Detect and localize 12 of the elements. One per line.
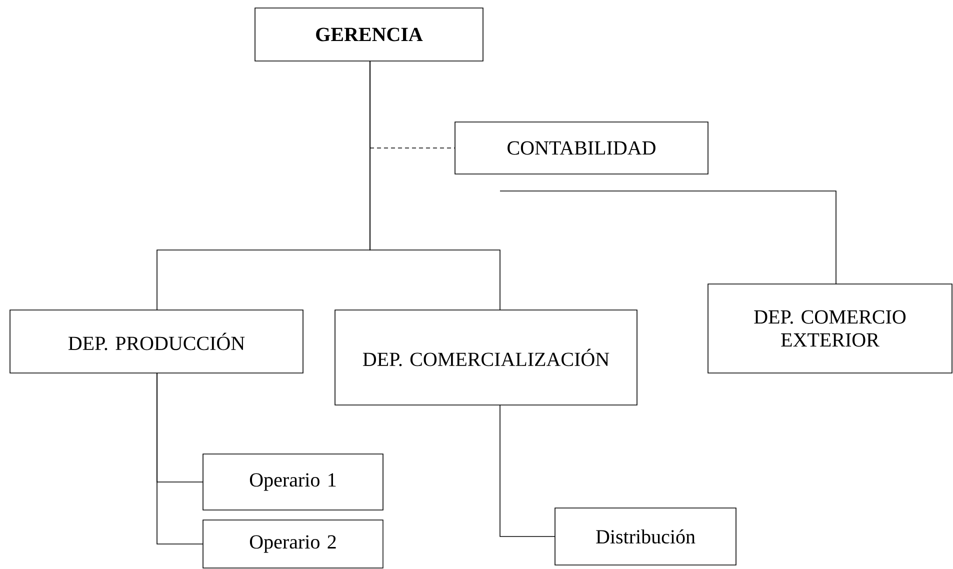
org-box: GERENCIA <box>254 8 484 62</box>
connector-line <box>370 60 500 310</box>
connector-line <box>156 372 204 544</box>
connector-line <box>500 404 556 537</box>
connector-line <box>500 190 836 284</box>
org-box: DEP. COMERCIO EXTERIOR <box>708 284 952 374</box>
org-box: Distribución <box>554 508 736 566</box>
org-box: Operario 1 <box>202 454 384 510</box>
org-box: DEP. COMERCIALIZACIÓN <box>334 310 638 406</box>
org-box: DEP. PRODUCCIÓN <box>10 310 304 374</box>
org-box: CONTABILIDAD <box>454 122 708 174</box>
org-box: Operario 2 <box>202 520 384 568</box>
